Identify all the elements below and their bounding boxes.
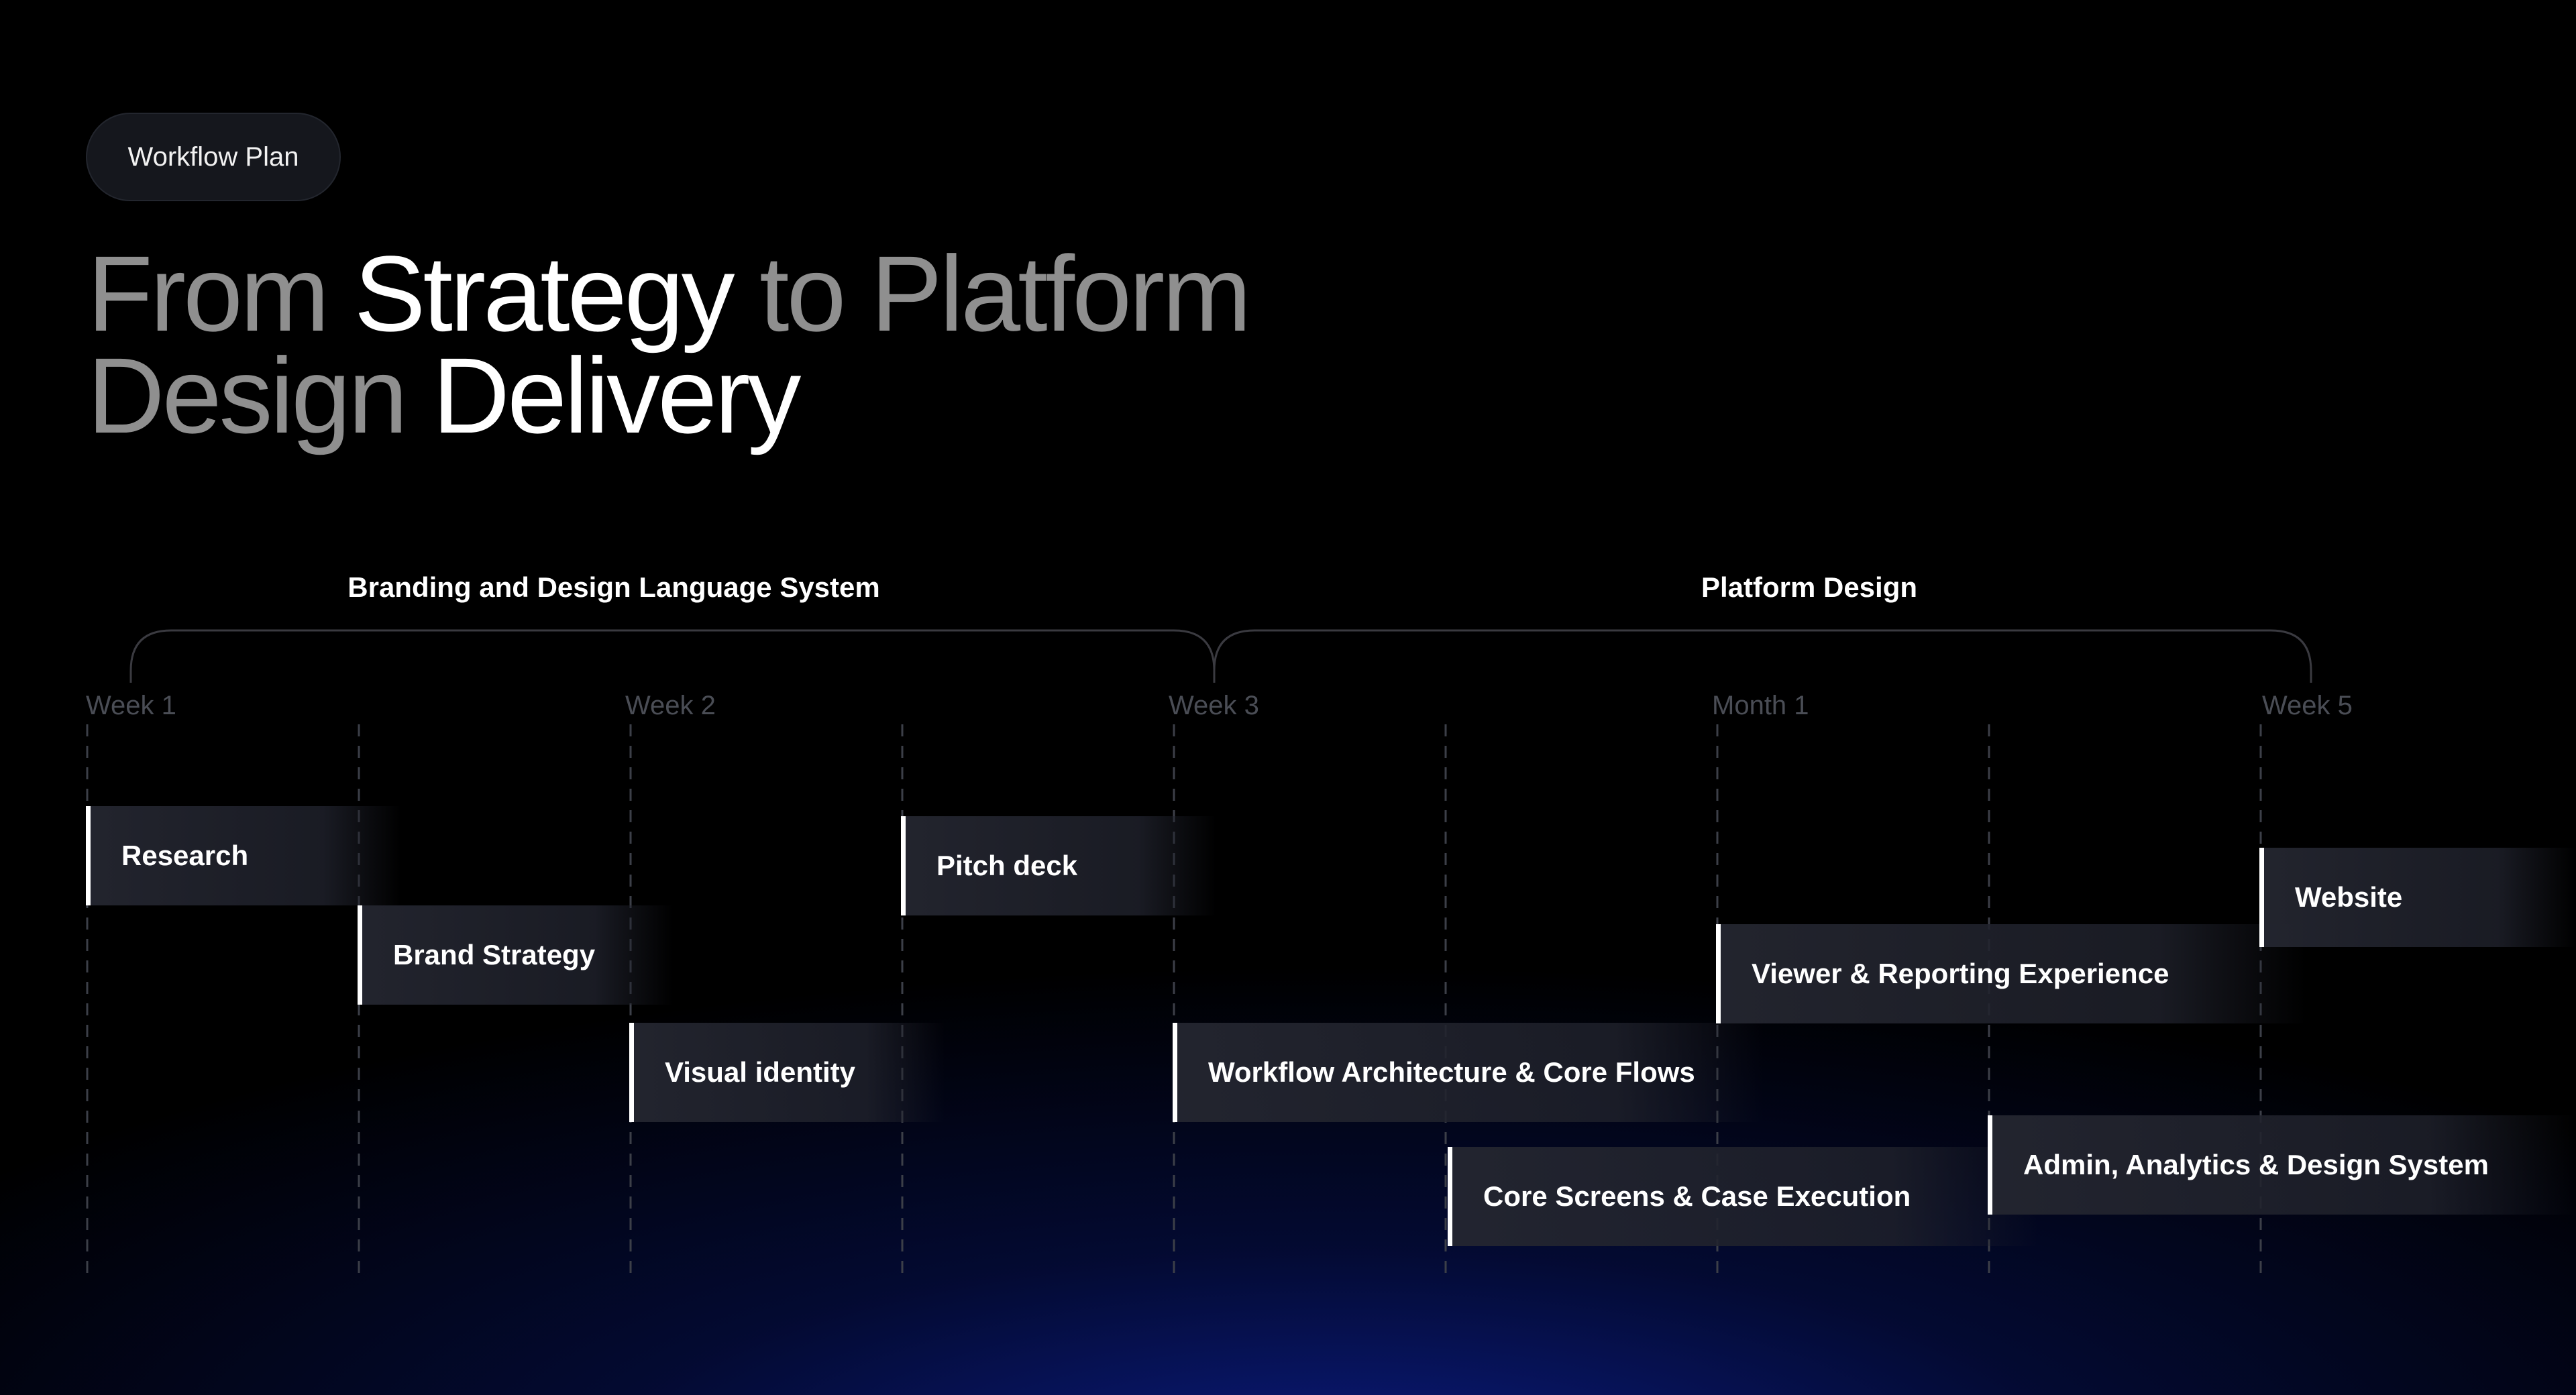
timeline-marker-week-1: Week 1 — [86, 691, 176, 720]
task-label: Visual identity — [665, 1056, 855, 1088]
task-label: Brand Strategy — [393, 939, 596, 970]
task-brand-strategy: Brand Strategy — [358, 905, 673, 1005]
task-workflow-architecture: Workflow Architecture & Core Flows — [1173, 1023, 1763, 1122]
task-label: Core Screens & Case Execution — [1483, 1180, 1911, 1212]
phase-label-branding: Branding and Design Language System — [347, 571, 880, 603]
title-word-emphasis: Delivery — [432, 335, 802, 455]
workflow-plan-badge: Workflow Plan — [86, 113, 341, 201]
badge-label: Workflow Plan — [127, 142, 299, 172]
task-label: Research — [121, 840, 249, 871]
task-pitch-deck: Pitch deck — [901, 816, 1216, 915]
title-word: Design — [87, 335, 433, 455]
task-label: Workflow Architecture & Core Flows — [1208, 1056, 1695, 1088]
timeline-marker-week-3: Week 3 — [1169, 691, 1259, 720]
title-word-emphasis: Strategy — [354, 233, 735, 353]
task-research: Research — [86, 806, 401, 905]
task-label: Viewer & Reporting Experience — [1752, 958, 2169, 989]
title-line-1: From Strategy to Platform — [87, 240, 1252, 347]
task-visual-identity: Visual identity — [629, 1023, 945, 1122]
timeline-marker-month-1: Month 1 — [1712, 691, 1809, 720]
title-word: to Platform — [732, 233, 1252, 353]
task-admin-analytics: Admin, Analytics & Design System — [1988, 1115, 2576, 1215]
timeline-marker-week-2: Week 2 — [625, 691, 716, 720]
task-viewer-reporting: Viewer & Reporting Experience — [1716, 924, 2306, 1023]
page-title: From Strategy to Platform Design Deliver… — [87, 240, 1252, 449]
task-label: Website — [2295, 881, 2403, 913]
phase-label-platform: Platform Design — [1701, 571, 1918, 603]
task-website: Website — [2259, 848, 2576, 947]
task-label: Pitch deck — [936, 850, 1078, 881]
title-line-2: Design Delivery — [87, 342, 1249, 449]
task-core-screens: Core Screens & Case Execution — [1448, 1147, 2038, 1246]
timeline-marker-week-5: Week 5 — [2262, 691, 2353, 720]
task-label: Admin, Analytics & Design System — [2023, 1149, 2489, 1180]
title-word: From — [87, 233, 354, 353]
